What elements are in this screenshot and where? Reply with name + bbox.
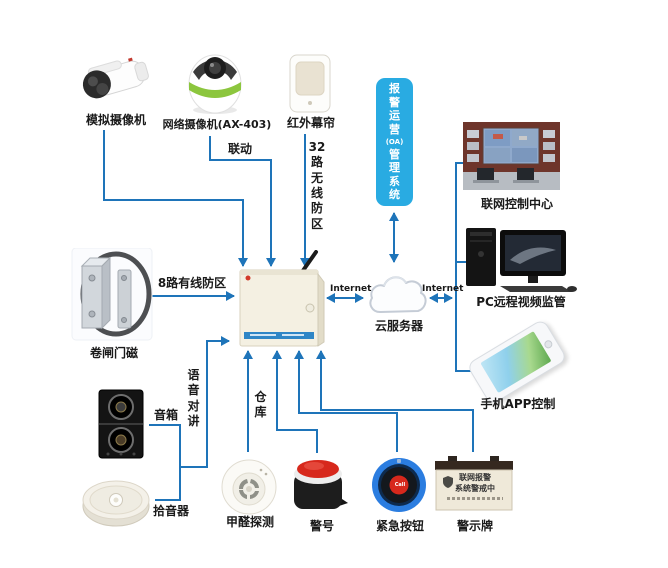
cloud-server-image xyxy=(366,268,428,320)
label-warning-sign: 警示牌 xyxy=(456,519,493,533)
label-cloud-server: 云服务器 xyxy=(374,319,423,333)
label-internet-left: Internet xyxy=(330,284,372,294)
warning-sign-text: 联网报警 系统警戒中 xyxy=(437,472,513,501)
oa-box-text-mid: (OA) xyxy=(385,138,404,146)
formaldehyde-detector-image xyxy=(218,458,280,518)
alarm-host-image xyxy=(236,250,328,350)
label-pc-monitor: PC远程视频监管 xyxy=(476,295,566,309)
label-warehouse: 仓库 xyxy=(254,390,267,420)
line-sign-host xyxy=(316,350,474,452)
line-siren-host xyxy=(272,350,318,453)
label-analog-camera: 模拟摄像机 xyxy=(85,113,146,127)
label-wired-zones: 8路有线防区 xyxy=(157,276,227,290)
line-button-host xyxy=(294,350,398,452)
pc-monitor-image xyxy=(460,224,578,294)
label-control-center: 联网控制中心 xyxy=(480,197,553,211)
emergency-button-call-text: Call xyxy=(394,482,406,488)
label-speaker: 音箱 xyxy=(153,408,178,422)
line-network-to-host xyxy=(209,136,276,267)
oa-box-text-top: 报警运营 xyxy=(389,82,400,136)
ir-curtain-image xyxy=(287,53,333,115)
label-pickup: 拾音器 xyxy=(152,504,189,518)
phone-body xyxy=(466,318,568,406)
label-emergency-button: 紧急按钮 xyxy=(375,519,424,533)
phone-home-button xyxy=(542,338,554,350)
line-analog-to-host xyxy=(103,130,248,267)
line-audio-junction xyxy=(149,424,181,501)
pickup-image xyxy=(80,474,152,530)
warning-sign-image xyxy=(434,456,514,514)
line-voice-host xyxy=(180,336,230,468)
door-magnet-image xyxy=(70,247,154,344)
label-linkage: 联动 xyxy=(227,142,252,156)
siren-image xyxy=(288,453,350,515)
analog-camera-image xyxy=(78,48,154,114)
label-phone-app: 手机APP控制 xyxy=(480,397,556,411)
phone-image xyxy=(464,318,568,406)
warning-sign-fineprint xyxy=(447,497,503,501)
label-voice-intercom: 语音对讲 xyxy=(187,368,200,429)
network-camera-image xyxy=(184,36,246,116)
phone-screen xyxy=(480,331,552,394)
label-network-camera: 网络摄像机(AX-403) xyxy=(162,118,272,131)
oa-box-text-bottom: 管理系统 xyxy=(389,148,400,202)
warning-sign-line2: 系统警戒中 xyxy=(455,484,495,494)
oa-management-box: 报警运营 (OA) 管理系统 xyxy=(376,78,413,206)
warning-sign-line1: 联网报警 xyxy=(459,473,491,482)
label-formaldehyde: 甲醛探测 xyxy=(225,515,274,529)
label-siren: 警号 xyxy=(309,519,334,533)
emergency-button-image xyxy=(370,456,428,514)
label-door-magnet: 卷闸门磁 xyxy=(89,346,138,360)
control-center-image xyxy=(463,122,560,190)
speaker-image xyxy=(96,388,146,462)
label-internet-right: Internet xyxy=(422,284,464,294)
label-wireless-zones: 32路无线防区 xyxy=(308,140,326,231)
label-ir-curtain: 红外幕帘 xyxy=(286,116,335,130)
